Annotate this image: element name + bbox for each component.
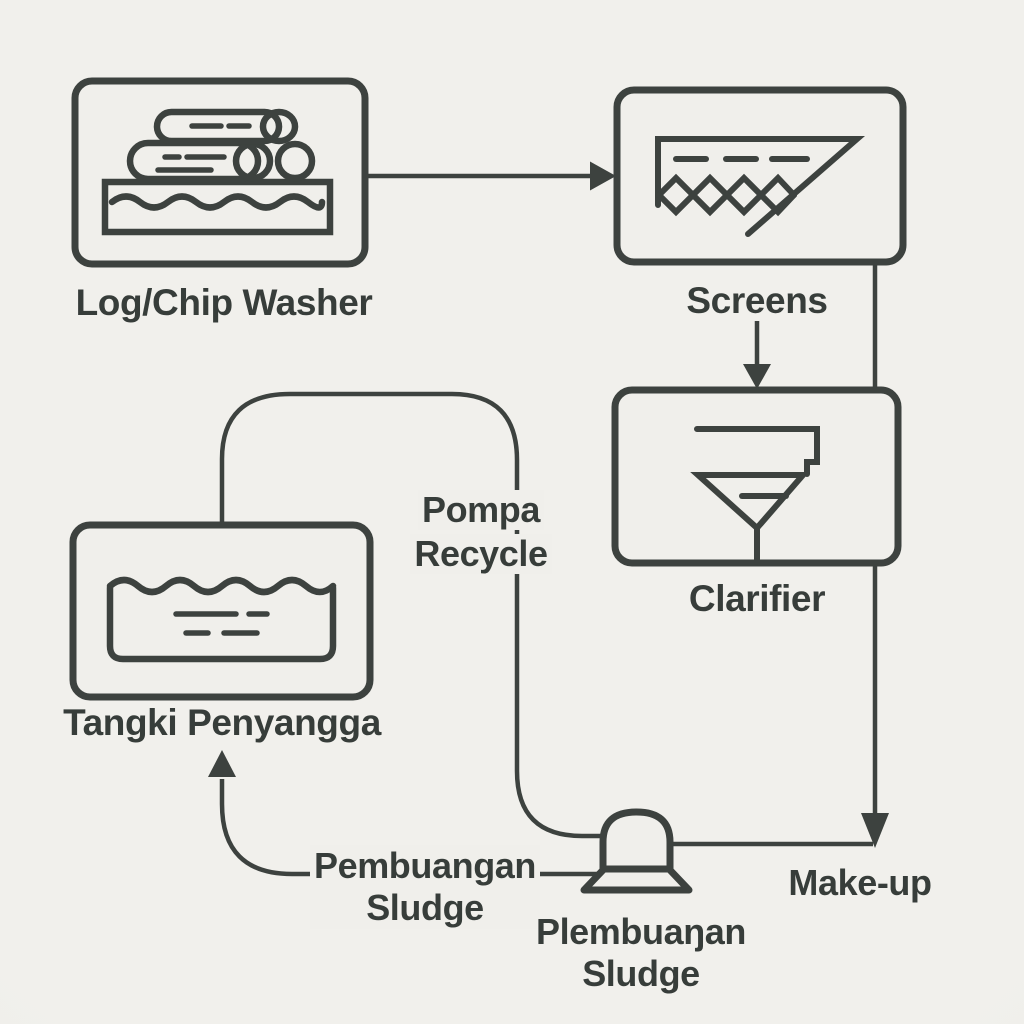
- label-pembuangan-sludge-bottom-line2: Sludge: [582, 953, 700, 994]
- label-log-chip-washer: Log/Chip Washer: [75, 282, 373, 323]
- node-boxes: [69, 77, 907, 701]
- label-pembuangan-sludge-left: Pembuangan Sludge: [310, 845, 540, 929]
- pipe-pompa-recycle: [219, 391, 610, 839]
- label-pompa-recycle-line1: Pompa: [417, 490, 545, 530]
- label-screens: Screens: [686, 280, 828, 321]
- node-box-log-chip-washer: [71, 77, 369, 268]
- label-pembuangan-sludge-left-line2: Sludge: [366, 887, 484, 928]
- inclined-screen-mesh-icon: [655, 136, 866, 237]
- arrow-sludge-to-tank: [208, 750, 602, 877]
- label-tangki-penyangga: Tangki Penyangga: [63, 702, 381, 743]
- node-box-screens: [613, 86, 907, 266]
- buffer-tank-water-icon: [106, 576, 337, 663]
- label-clarifier: Clarifier: [688, 578, 826, 619]
- label-pompa-recycle: Pompa Recycle: [396, 488, 566, 576]
- pump-icon: [580, 808, 693, 894]
- node-box-tangki-penyangga: [69, 521, 374, 701]
- funnel-clarifier-icon: [690, 426, 820, 565]
- label-pompa-recycle-line2: Recycle: [410, 534, 552, 574]
- label-pembuangan-sludge-bottom: Plembuaŋan Sludge: [521, 911, 761, 995]
- arrow-screens-to-clarifier: [743, 321, 771, 389]
- label-make-up: Make-up: [788, 862, 932, 903]
- arrow-washer-to-screens: [365, 161, 616, 191]
- logs-wash-basin-icon: [101, 108, 334, 236]
- label-pembuangan-sludge-left-line1: Pembuangan: [313, 845, 537, 886]
- label-pembuangan-sludge-bottom-line1: Plembuaŋan: [535, 911, 747, 952]
